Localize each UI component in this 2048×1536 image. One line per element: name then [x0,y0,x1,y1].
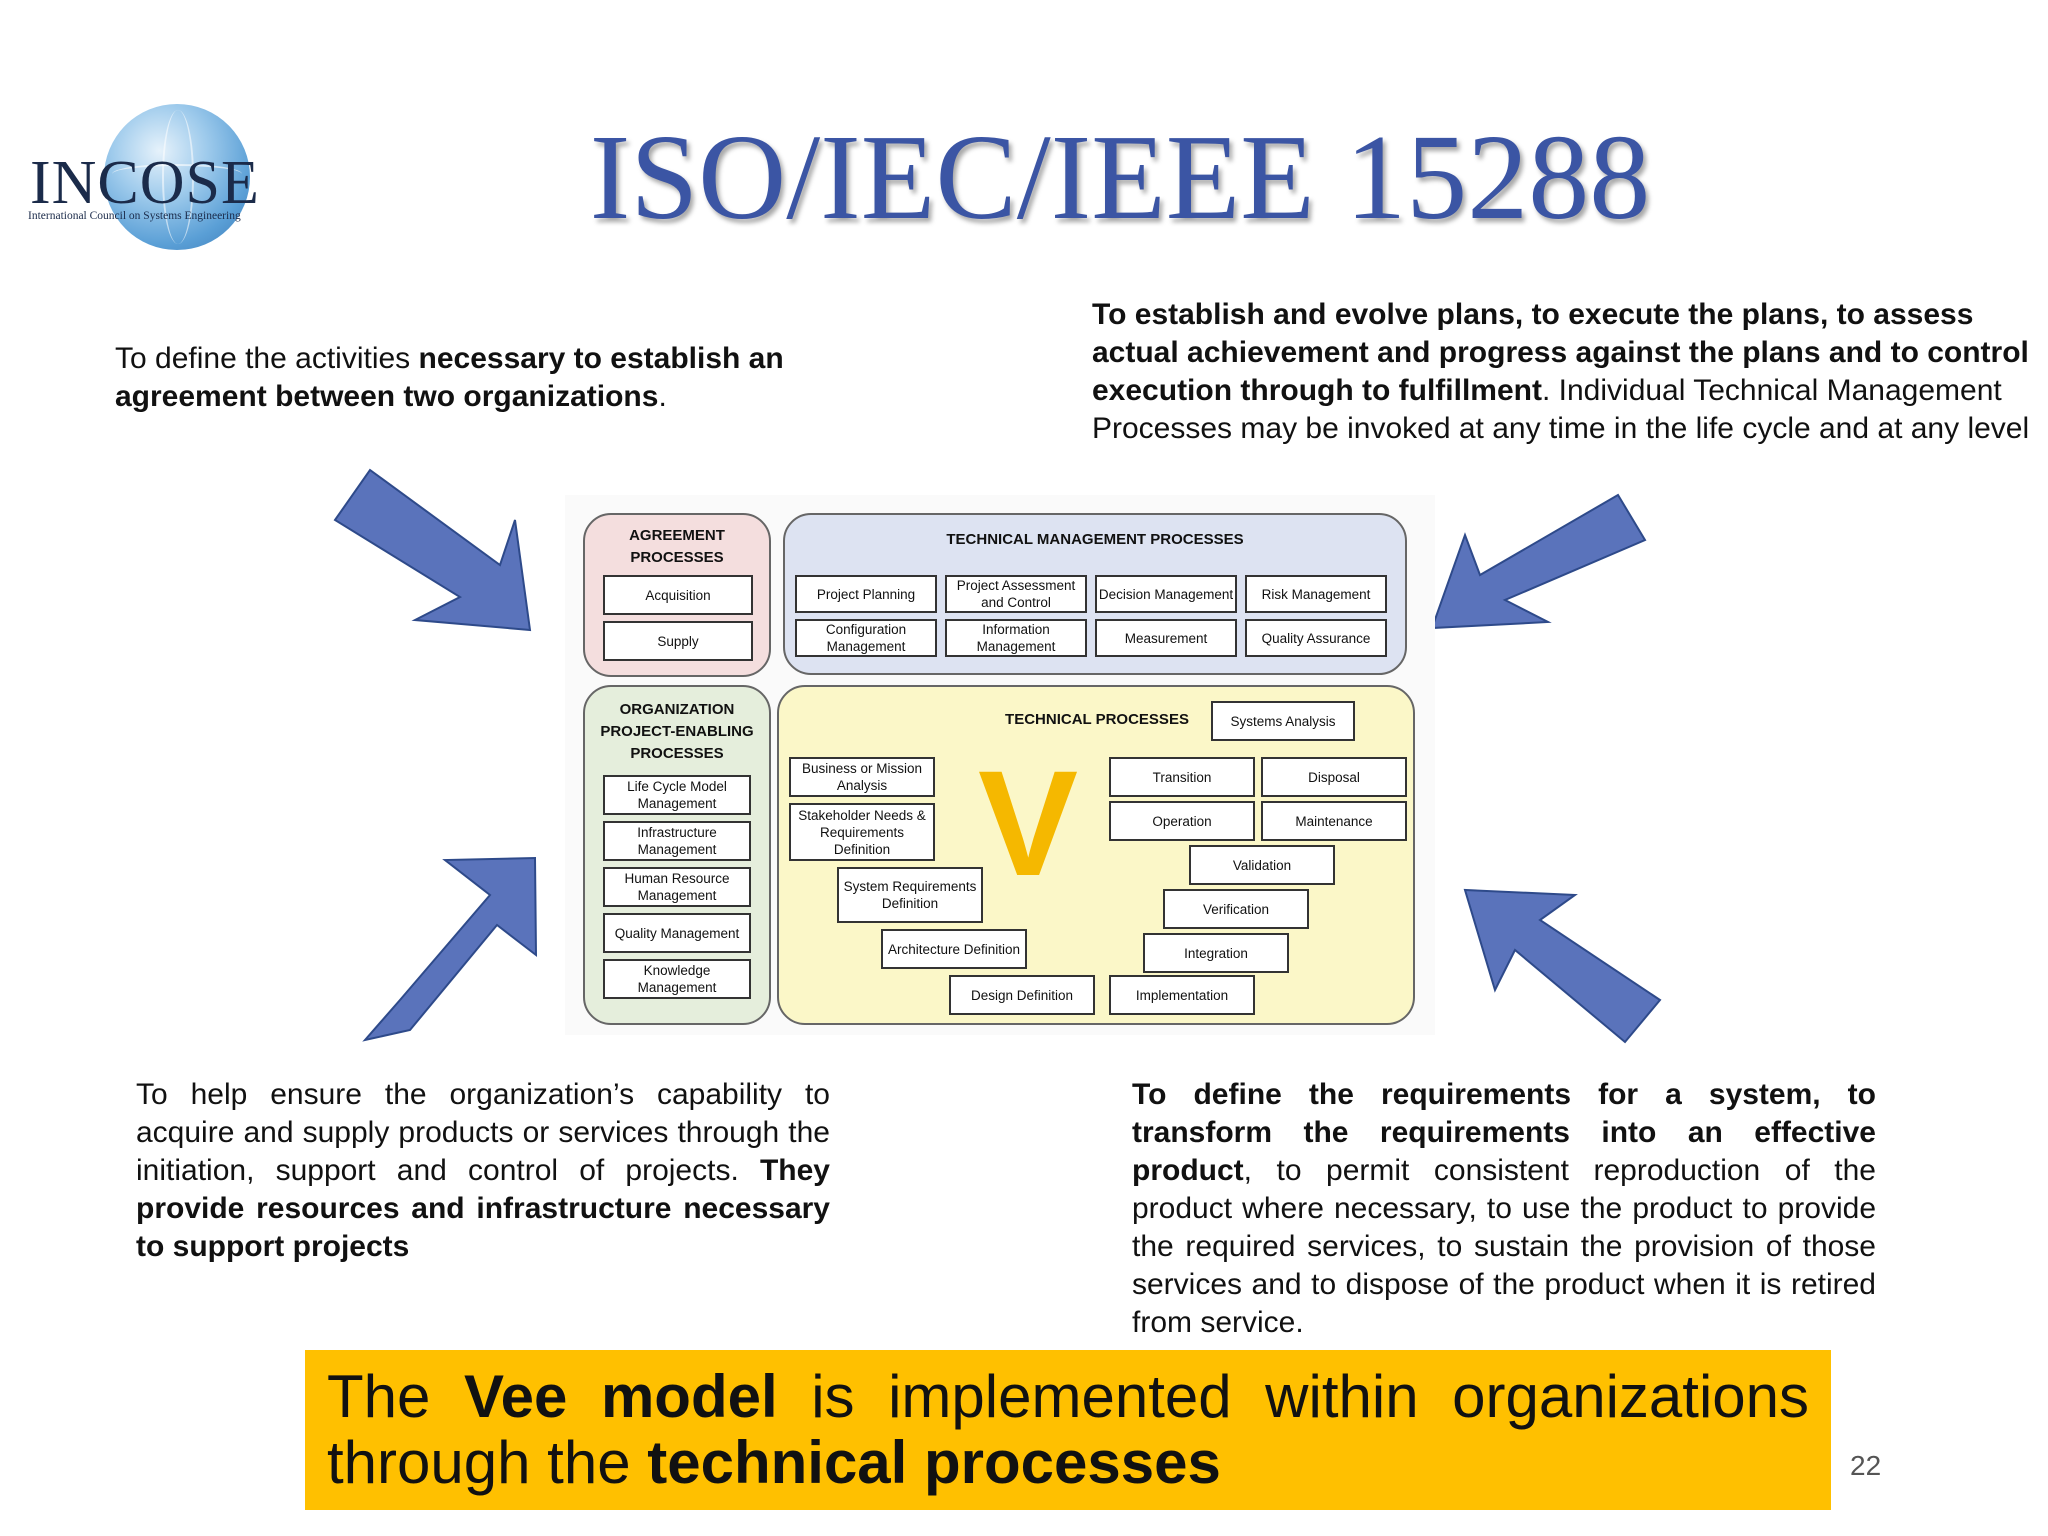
process-measurement: Measurement [1095,619,1237,657]
technical-title: TECHNICAL PROCESSES [1005,711,1189,728]
process-implementation: Implementation [1109,975,1255,1015]
process-disposal: Disposal [1261,757,1407,797]
process-knowledge: Knowledge Management [603,959,751,999]
process-human-resource: Human Resource Management [603,867,751,907]
process-life-cycle: Life Cycle Model Management [603,775,751,815]
process-quality-assurance: Quality Assurance [1245,619,1387,657]
banner-line-1: The Vee model is implemented within orga… [327,1363,1810,1430]
process-configuration-management: Configuration Management [795,619,937,657]
process-acquisition: Acquisition [603,575,753,615]
process-systems-analysis: Systems Analysis [1211,701,1355,741]
organization-description: To help ensure the organization’s capabi… [136,1078,830,1263]
tech-mgmt-title: TECHNICAL MANAGEMENT PROCESSES [946,531,1244,548]
process-supply: Supply [603,621,753,661]
slide-title: ISO/IEC/IEEE 15288 [589,110,1651,245]
technical-management-description: To establish and evolve plans, to execut… [1092,298,2030,445]
page-number: 22 [1850,1450,1882,1481]
process-information-management: Information Management [945,619,1087,657]
technical-description: To define the requirements for a system,… [1132,1078,1876,1339]
tech-mgmt-group: TECHNICAL MANAGEMENT PROCESSES Project P… [783,513,1407,675]
process-verification: Verification [1163,889,1309,929]
logo-word: INCOSE [30,149,260,217]
agreement-description: To define the activities necessary to es… [115,342,784,413]
arrow-agreement-icon [333,468,532,632]
arrow-organization-icon [362,856,538,1042]
banner-line-2: through the technical processes [327,1429,1221,1496]
process-business-mission: Business or Mission Analysis [789,757,935,797]
process-transition: Transition [1109,757,1255,797]
globe-icon [104,104,250,250]
process-quality-management: Quality Management [603,913,751,953]
process-decision-management: Decision Management [1095,575,1237,613]
process-project-assessment: Project Assessment and Control [945,575,1087,613]
process-maintenance: Maintenance [1261,801,1407,841]
vee-letter: V [978,739,1079,907]
process-stakeholder: Stakeholder Needs & Requirements Definit… [789,803,935,861]
process-project-planning: Project Planning [795,575,937,613]
process-system-requirements: System Requirements Definition [837,867,983,923]
vee-banner: The Vee model is implemented within orga… [305,1350,1831,1510]
process-risk-management: Risk Management [1245,575,1387,613]
process-validation: Validation [1189,845,1335,885]
arrow-technical-icon [1463,888,1662,1044]
arrow-tech-mgmt-icon [1430,493,1647,630]
technical-group: TECHNICAL PROCESSES Systems Analysis Bus… [777,685,1415,1025]
incose-logo: INCOSE International Council on Systems … [24,100,274,260]
logo-subtitle: International Council on Systems Enginee… [28,210,241,222]
process-operation: Operation [1109,801,1255,841]
process-infrastructure: Infrastructure Management [603,821,751,861]
process-design-definition: Design Definition [949,975,1095,1015]
process-integration: Integration [1143,933,1289,973]
process-architecture: Architecture Definition [881,929,1027,969]
